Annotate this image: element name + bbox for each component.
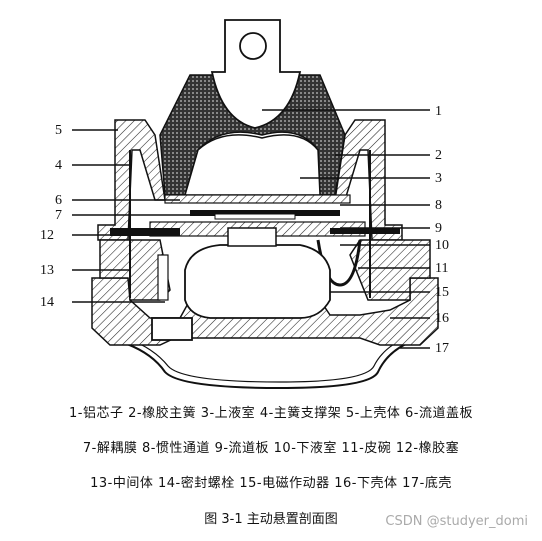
legend-row-3: 13-中间体 14-密封螺栓 15-电磁作动器 16-下壳体 17-底壳 [90,476,452,491]
part-label-7: 7 [55,208,62,223]
part-label-14: 14 [40,295,54,310]
legend-row-2: 7-解耦膜 8-惯性通道 9-流道板 10-下液室 11-皮碗 12-橡胶塞 [82,441,460,456]
middle-body [99,239,171,301]
part-label-15: 15 [435,285,449,300]
part-label-6: 6 [55,193,62,208]
csdn-watermark: CSDN @studyer_domi [385,514,528,529]
leader-lines [72,109,430,349]
part-label-12: 12 [40,228,54,243]
decoupling-membrane [214,213,296,220]
part-label-2: 2 [435,148,442,163]
upper-housing-left [97,119,166,241]
figure-caption: 图 3-1 主动悬置剖面图 [204,512,338,527]
aluminum-core [210,19,302,129]
part-label-10: 10 [435,238,449,253]
mount-cross-section-diagram: 1 2 3 4 5 6 7 8 9 10 11 12 13 14 15 16 1… [40,19,449,390]
part-label-11: 11 [435,261,448,276]
inertia-channel [190,210,340,216]
bottom-shell [114,339,416,390]
part-label-9: 9 [435,221,442,236]
upper-liquid-chamber [184,134,321,196]
upper-housing-right [334,119,403,241]
part-label-16: 16 [435,311,449,326]
channel-cover-plate [164,194,351,204]
part-label-3: 3 [435,171,442,186]
core-bolt-hole [239,32,267,60]
bottom-shell-inner [119,335,411,383]
rubber-plug [110,228,180,236]
legend-row-1: 1-铝芯子 2-橡胶主簧 3-上液室 4-主簧支撑架 5-上壳体 6-流道盖板 [69,406,473,421]
part-label-8: 8 [435,198,442,213]
part-label-4: 4 [55,158,62,173]
part-label-1: 1 [435,104,442,119]
part-label-17: 17 [435,341,449,356]
part-label-5: 5 [55,123,62,138]
part-label-13: 13 [40,263,54,278]
sealing-bolt [151,317,193,341]
electromagnetic-actuator [184,244,331,319]
